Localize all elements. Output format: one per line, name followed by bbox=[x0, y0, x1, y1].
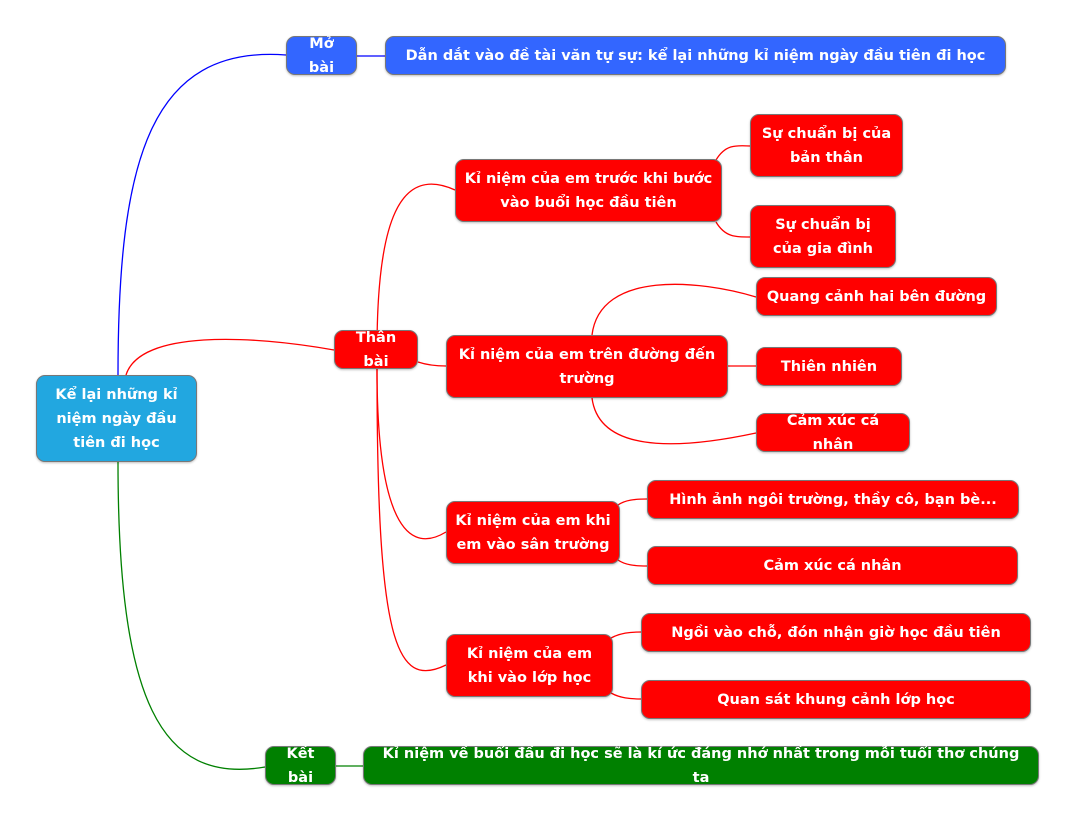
branch-node[interactable]: Kỉ niệm của em khi vào lớp học bbox=[446, 634, 613, 697]
ket-bai-child-node[interactable]: Kỉ niệm về buổi đầu đi học sẽ là kí ức đ… bbox=[363, 746, 1039, 786]
link-than-bai-b3 bbox=[376, 368, 447, 540]
link-than-bai-b2 bbox=[417, 361, 447, 367]
link-than-bai-b4 bbox=[376, 368, 447, 672]
link-b2-c1 bbox=[591, 283, 757, 336]
link-b1-c1 bbox=[715, 145, 751, 161]
leaf-node[interactable]: Cảm xúc cá nhân bbox=[756, 413, 910, 453]
link-than-bai-b1 bbox=[376, 183, 456, 351]
link-b3-c1 bbox=[617, 498, 648, 506]
leaf-node[interactable]: Sự chuẩn bị của gia đình bbox=[750, 205, 896, 268]
root-node[interactable]: Kể lại những kỉ niệm ngày đầu tiên đi họ… bbox=[36, 375, 197, 462]
mo-bai-node[interactable]: Mở bài bbox=[286, 36, 357, 76]
leaf-node[interactable]: Ngồi vào chỗ, đón nhận giờ học đầu tiên bbox=[641, 613, 1031, 652]
than-bai-node[interactable]: Thân bài bbox=[334, 330, 418, 370]
leaf-node[interactable]: Quan sát khung cảnh lớp học bbox=[641, 680, 1031, 719]
branch-node[interactable]: Kỉ niệm của em trước khi bước vào buổi h… bbox=[455, 159, 722, 222]
link-b4-c1 bbox=[610, 631, 642, 639]
link-b2-c3 bbox=[591, 397, 757, 445]
link-b4-c2 bbox=[610, 692, 642, 700]
leaf-node[interactable]: Hình ảnh ngôi trường, thầy cô, bạn bè... bbox=[647, 480, 1019, 519]
link-b3-c2 bbox=[617, 559, 648, 567]
link-root-mo-bai bbox=[117, 53, 287, 376]
leaf-node[interactable]: Thiên nhiên bbox=[756, 347, 902, 386]
leaf-node[interactable]: Quang cảnh hai bên đường bbox=[756, 277, 997, 316]
link-root-ket-bai bbox=[117, 461, 266, 770]
branch-node[interactable]: Kỉ niệm của em khi em vào sân trường bbox=[446, 501, 620, 564]
mo-bai-child-node[interactable]: Dẫn dắt vào đề tài văn tự sự: kể lại nhữ… bbox=[385, 36, 1006, 75]
leaf-node[interactable]: Cảm xúc cá nhân bbox=[647, 546, 1018, 585]
link-b1-c2 bbox=[715, 221, 751, 238]
ket-bai-node[interactable]: Kết bài bbox=[265, 746, 336, 786]
leaf-node[interactable]: Sự chuẩn bị của bản thân bbox=[750, 114, 903, 177]
link-root-than-bai bbox=[125, 338, 335, 376]
branch-node[interactable]: Kỉ niệm của em trên đường đến trường bbox=[446, 335, 728, 398]
